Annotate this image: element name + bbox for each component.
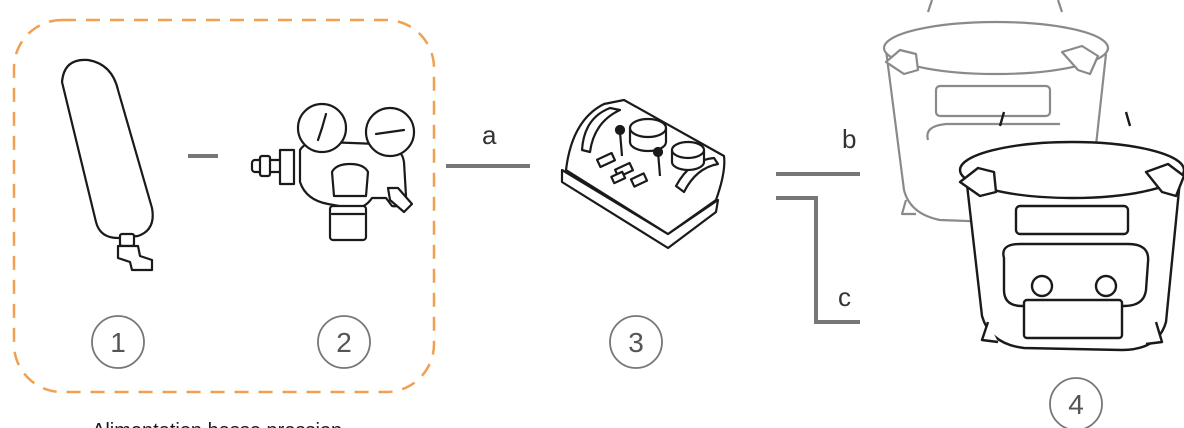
pressure-regulator-icon [250,102,416,242]
component-number-4: 4 [1049,377,1103,428]
component-number-2: 2 [317,315,371,369]
connection-c-line [776,196,860,324]
component-number-3: 3 [609,315,663,369]
svg-text:4: 4 [1068,389,1084,420]
svg-text:1: 1 [110,327,126,358]
gas-cylinder-icon [60,58,154,272]
low-pressure-group-box [12,18,436,394]
svg-text:3: 3 [628,327,644,358]
component-number-1: 1 [91,315,145,369]
connection-b-label: b [842,124,856,154]
group-caption: Alimentation basse pression [92,420,342,428]
connection-a-label: a [482,120,497,150]
vessel-front-icon [958,111,1184,352]
connection-c-label: c [838,282,851,312]
control-unit-icon [560,98,726,250]
svg-text:2: 2 [336,327,352,358]
